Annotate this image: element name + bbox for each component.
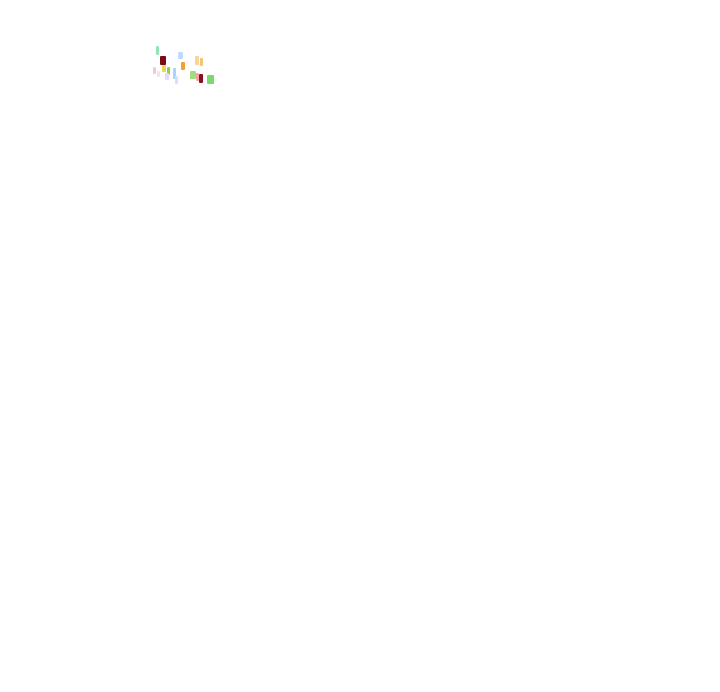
mark-lime-1 bbox=[190, 71, 196, 79]
mark-paleblue-2 bbox=[175, 76, 178, 84]
mark-orange-1 bbox=[181, 62, 185, 70]
mark-lightpink-1 bbox=[157, 71, 160, 77]
mark-peach-1 bbox=[195, 56, 199, 65]
mark-pink-2 bbox=[196, 73, 199, 81]
mark-paleblue-1 bbox=[178, 52, 183, 59]
mark-mint-1 bbox=[156, 46, 159, 55]
mark-green-1 bbox=[167, 67, 170, 75]
mark-lavender-1 bbox=[165, 73, 169, 80]
mark-pink-1 bbox=[153, 67, 156, 74]
mark-darkred-2 bbox=[199, 74, 203, 83]
mark-darkred-1 bbox=[160, 56, 166, 65]
mark-gold-1 bbox=[200, 58, 203, 66]
colored-mark-cluster bbox=[148, 42, 220, 88]
mark-yellow-1 bbox=[162, 65, 166, 72]
mark-green-2 bbox=[207, 75, 214, 84]
mark-lightblue-1 bbox=[173, 68, 176, 79]
